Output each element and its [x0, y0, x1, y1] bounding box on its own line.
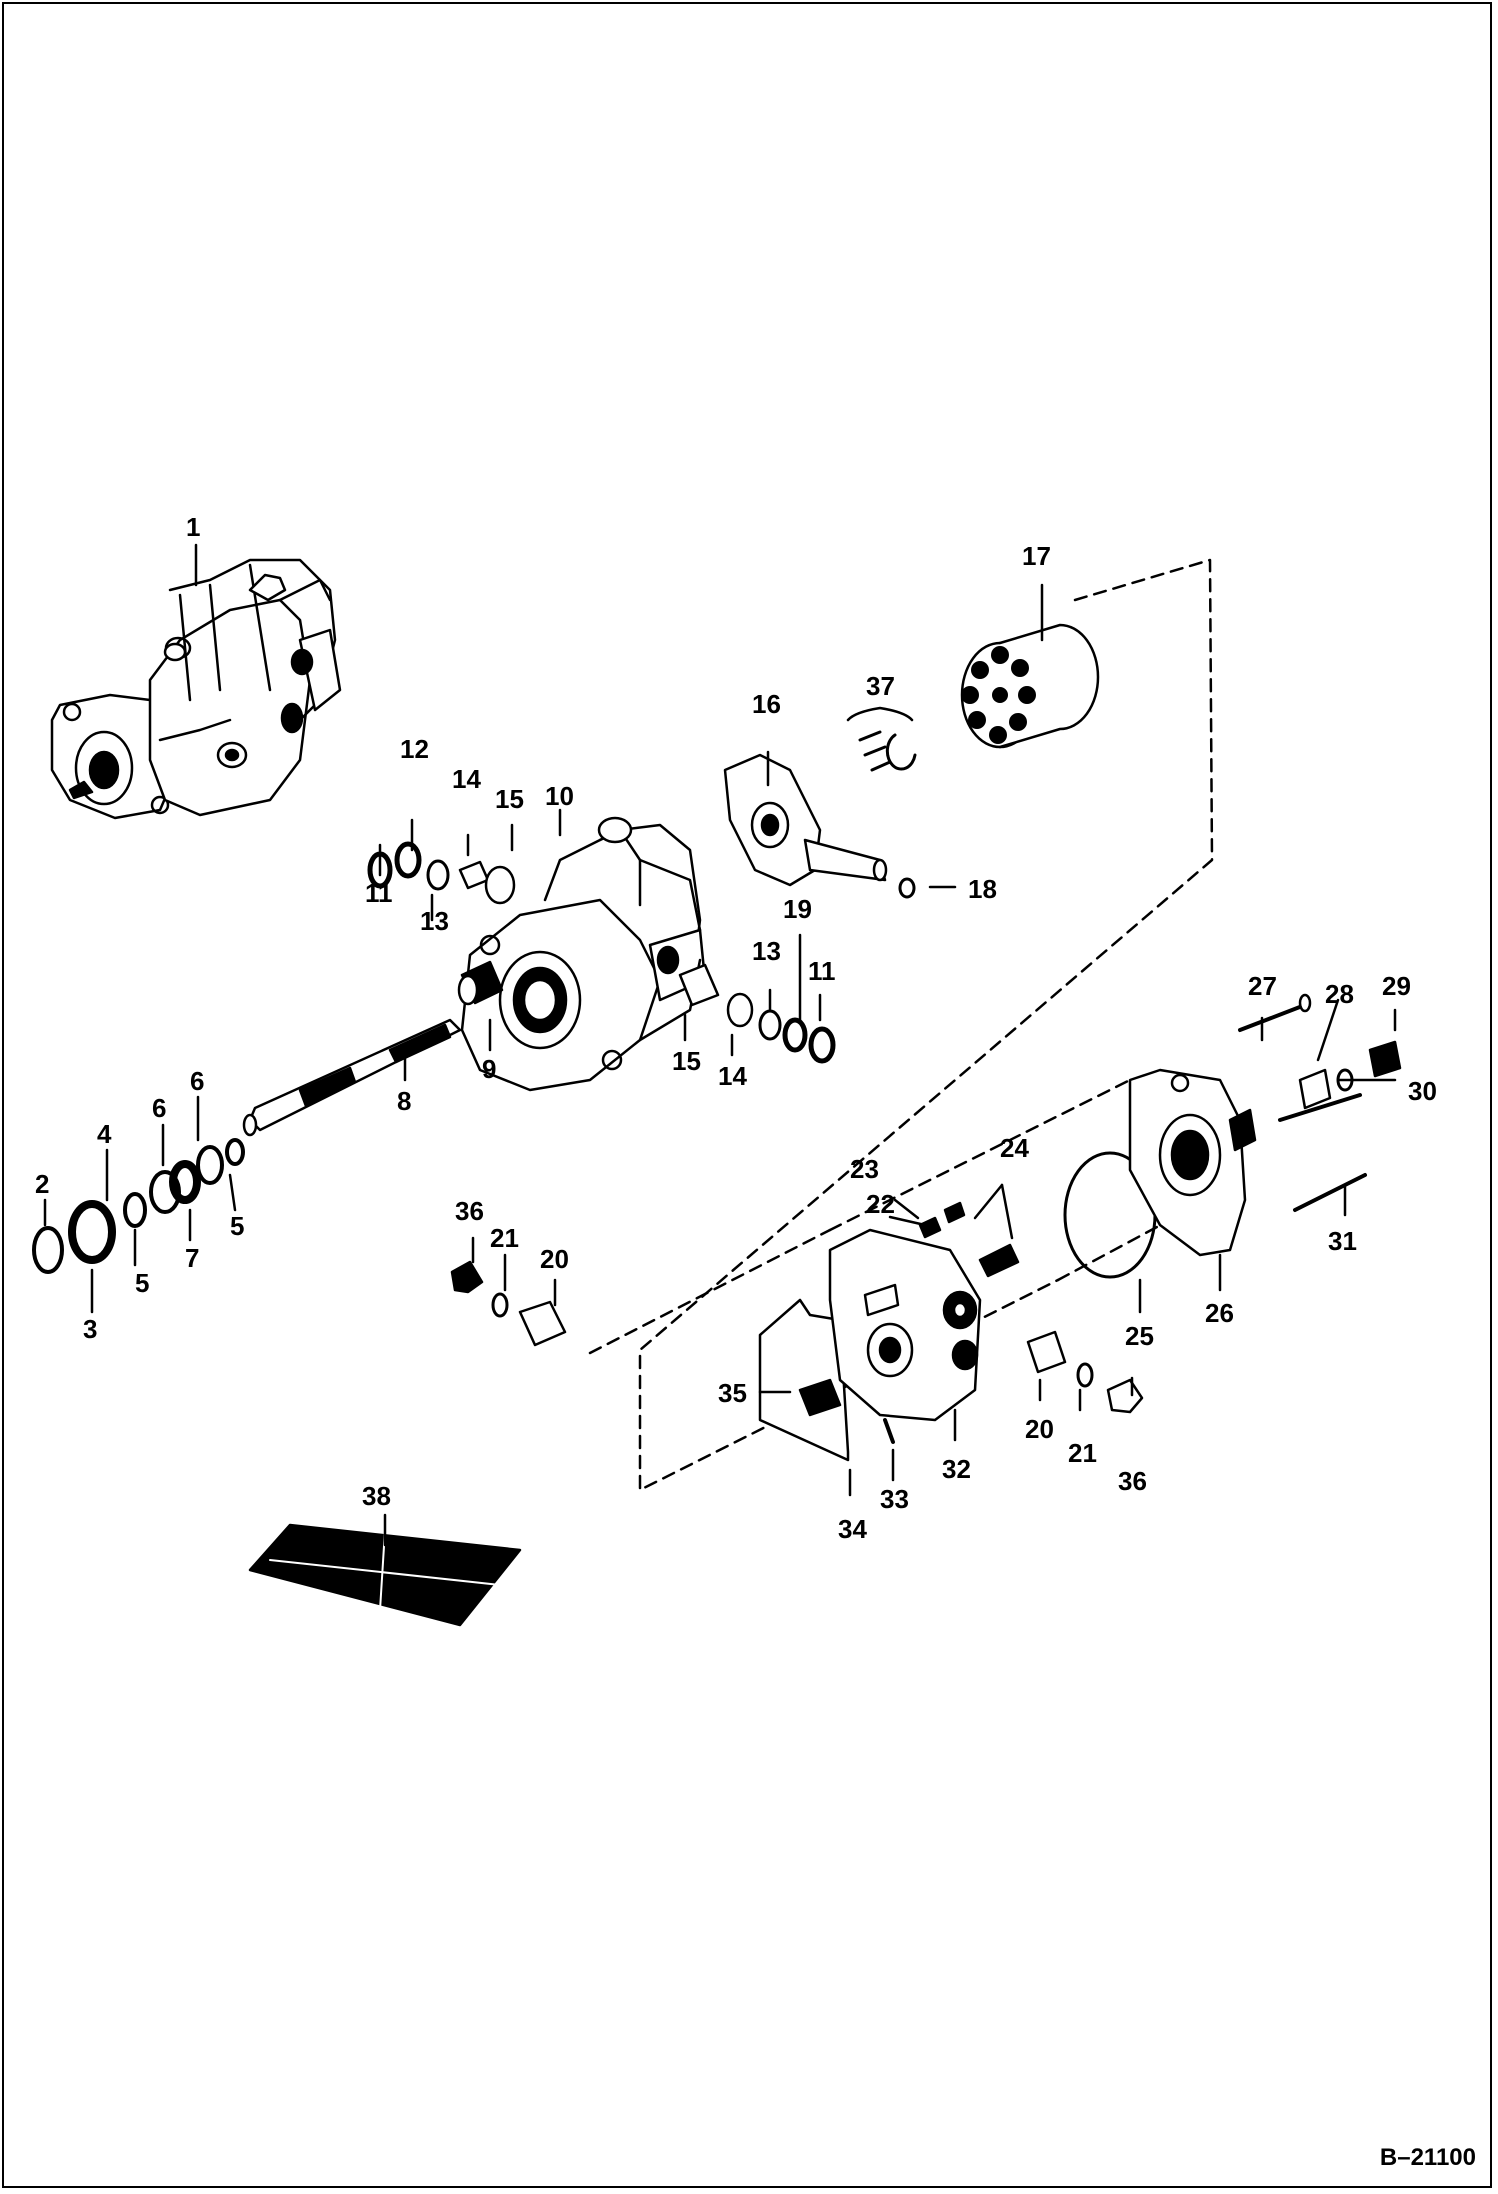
callout-32: 32 — [942, 1454, 971, 1484]
callout-1: 1 — [186, 512, 200, 542]
drive-shaft — [242, 1018, 462, 1137]
leader-lines — [43, 543, 1397, 1547]
plug-set-right — [1026, 1330, 1144, 1414]
callout-5: 5 — [135, 1268, 149, 1298]
callout-31: 31 — [1328, 1226, 1357, 1256]
exploded-view-guides — [588, 558, 1214, 1492]
callout-20: 20 — [540, 1244, 569, 1274]
callout-29: 29 — [1382, 971, 1411, 1001]
callout-5: 5 — [230, 1211, 244, 1241]
callout-27: 27 — [1248, 971, 1277, 1001]
callout-7: 7 — [185, 1243, 199, 1273]
callout-34: 34 — [838, 1514, 867, 1544]
callout-21: 21 — [490, 1223, 519, 1253]
callout-2: 2 — [35, 1169, 49, 1199]
callout-numbers: 1 2 3 4 5 5 6 6 7 8 9 10 11 11 12 13 13 … — [35, 512, 1437, 1544]
callout-12: 12 — [400, 734, 429, 764]
callout-4: 4 — [97, 1119, 112, 1149]
callout-14: 14 — [452, 764, 481, 794]
callout-24: 24 — [1000, 1133, 1029, 1163]
callout-21: 21 — [1068, 1438, 1097, 1468]
housing-rings-right — [678, 963, 836, 1064]
shaft-seal-kit — [32, 1138, 245, 1274]
plug-set-left — [450, 1260, 567, 1347]
callout-25: 25 — [1125, 1321, 1154, 1351]
needle-bearing — [457, 960, 504, 1006]
callout-19: 19 — [783, 894, 812, 924]
callout-14: 14 — [718, 1061, 747, 1091]
callout-11: 11 — [365, 878, 393, 908]
callout-22: 22 — [866, 1189, 895, 1219]
callout-9: 9 — [482, 1054, 496, 1084]
charge-pump-cover — [1063, 993, 1402, 1279]
callout-36: 36 — [455, 1196, 484, 1226]
rotating-group — [858, 623, 1100, 772]
callout-33: 33 — [880, 1484, 909, 1514]
callout-26: 26 — [1205, 1298, 1234, 1328]
callout-17: 17 — [1022, 541, 1051, 571]
callout-37: 37 — [866, 671, 895, 701]
callout-15: 15 — [495, 784, 524, 814]
callout-35: 35 — [718, 1378, 747, 1408]
valve-springs — [918, 1201, 1020, 1278]
callout-28: 28 — [1325, 979, 1354, 1009]
callout-15: 15 — [672, 1046, 701, 1076]
callout-16: 16 — [752, 689, 781, 719]
callout-20: 20 — [1025, 1414, 1054, 1444]
swashplate — [723, 753, 916, 899]
end-cap-assembly — [758, 1228, 982, 1462]
callout-13: 13 — [420, 906, 449, 936]
pump-housing — [460, 816, 707, 1092]
callout-38: 38 — [362, 1481, 391, 1511]
callout-10: 10 — [545, 781, 574, 811]
callout-11: 11 — [808, 956, 836, 986]
callout-36: 36 — [1118, 1466, 1147, 1496]
callout-30: 30 — [1408, 1076, 1437, 1106]
callout-3: 3 — [83, 1314, 97, 1344]
pump-assembly-illustration — [50, 558, 342, 820]
callout-8: 8 — [397, 1086, 411, 1116]
callout-6: 6 — [190, 1066, 204, 1096]
callout-23: 23 — [850, 1154, 879, 1184]
figure-number: B–21100 — [1379, 2144, 1476, 2171]
callout-13: 13 — [752, 936, 781, 966]
callout-18: 18 — [968, 874, 997, 904]
callout-6: 6 — [152, 1093, 166, 1123]
